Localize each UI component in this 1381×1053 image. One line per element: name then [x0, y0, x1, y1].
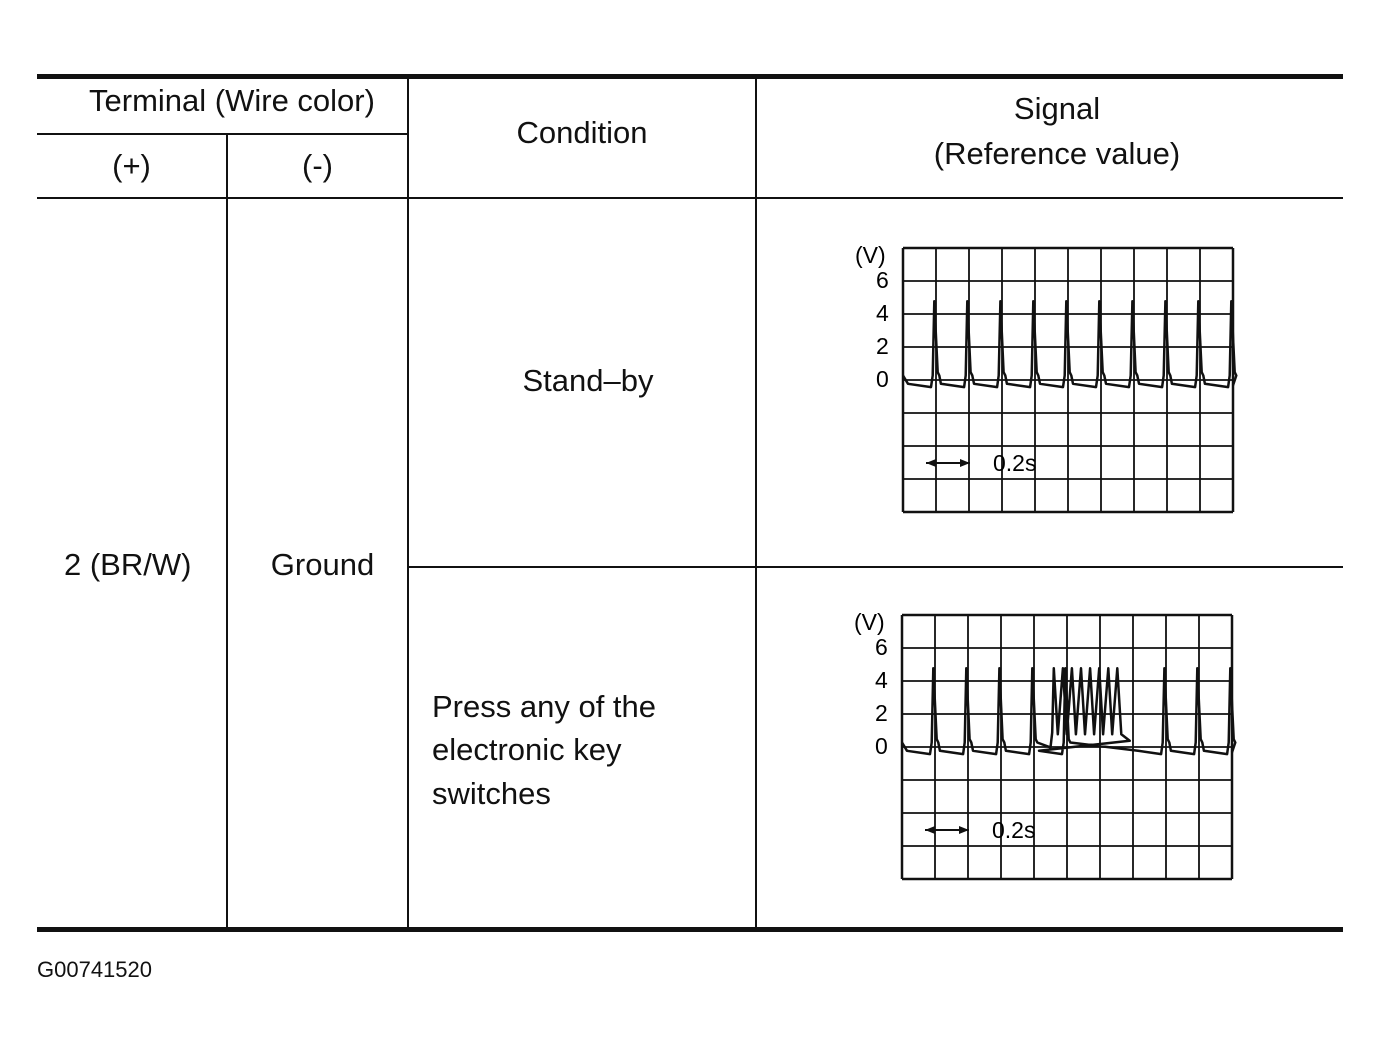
- row-divider: [408, 566, 1343, 568]
- scope-grid: [900, 613, 1234, 881]
- terminal-header: Terminal (Wire color): [89, 83, 375, 118]
- terminal-plus-value: 2 (BR/W): [64, 547, 192, 582]
- time-scale-arrow: [925, 826, 969, 834]
- signal-header-line1: Signal: [1013, 91, 1101, 126]
- oscilloscope-switch-press: (V) 6 4 2 0 0.2s: [854, 609, 1237, 881]
- time-div-label: 0.2s: [993, 450, 1036, 476]
- plus-header: (+): [112, 148, 151, 183]
- figure-id: G00741520: [37, 957, 152, 982]
- header-bottom-rule: [37, 197, 1343, 199]
- scope-unit-label: (V): [854, 609, 885, 635]
- signal-trace: [901, 300, 1238, 389]
- scope-y-tick: 0: [876, 366, 889, 392]
- time-div-label: 0.2s: [992, 817, 1035, 843]
- scope-y-tick: 4: [876, 300, 889, 326]
- scope-y-tick: 2: [876, 333, 889, 359]
- oscilloscope-standby: (V) 6 4 2 0 0.2s: [855, 242, 1238, 514]
- signal-trace: [900, 667, 1237, 756]
- time-scale-arrow: [926, 459, 970, 467]
- minus-header: (-): [302, 148, 333, 183]
- col-divider-plus-minus: [226, 133, 228, 929]
- terminal-minus-value: Ground: [270, 547, 375, 582]
- signal-header-line2: (Reference value): [933, 136, 1181, 171]
- table-top-rule: [37, 74, 1343, 79]
- scope-y-tick: 4: [875, 667, 888, 693]
- scope-unit-label: (V): [855, 242, 886, 268]
- col-divider-terminal-condition: [407, 77, 409, 929]
- scope-y-tick: 6: [876, 267, 889, 293]
- condition-header: Condition: [516, 115, 648, 150]
- condition-press-line2: electronic key: [432, 732, 622, 767]
- condition-press-line1: Press any of the: [432, 689, 657, 724]
- scope-y-tick: 6: [875, 634, 888, 660]
- table-bottom-rule: [37, 927, 1343, 932]
- scope-grid: [901, 246, 1235, 514]
- col-divider-condition-signal: [755, 77, 757, 929]
- scope-y-tick: 2: [875, 700, 888, 726]
- terminal-header-divider: [37, 133, 408, 135]
- condition-standby: Stand–by: [522, 363, 654, 398]
- condition-press-line3: switches: [432, 776, 551, 811]
- scope-y-tick: 0: [875, 733, 888, 759]
